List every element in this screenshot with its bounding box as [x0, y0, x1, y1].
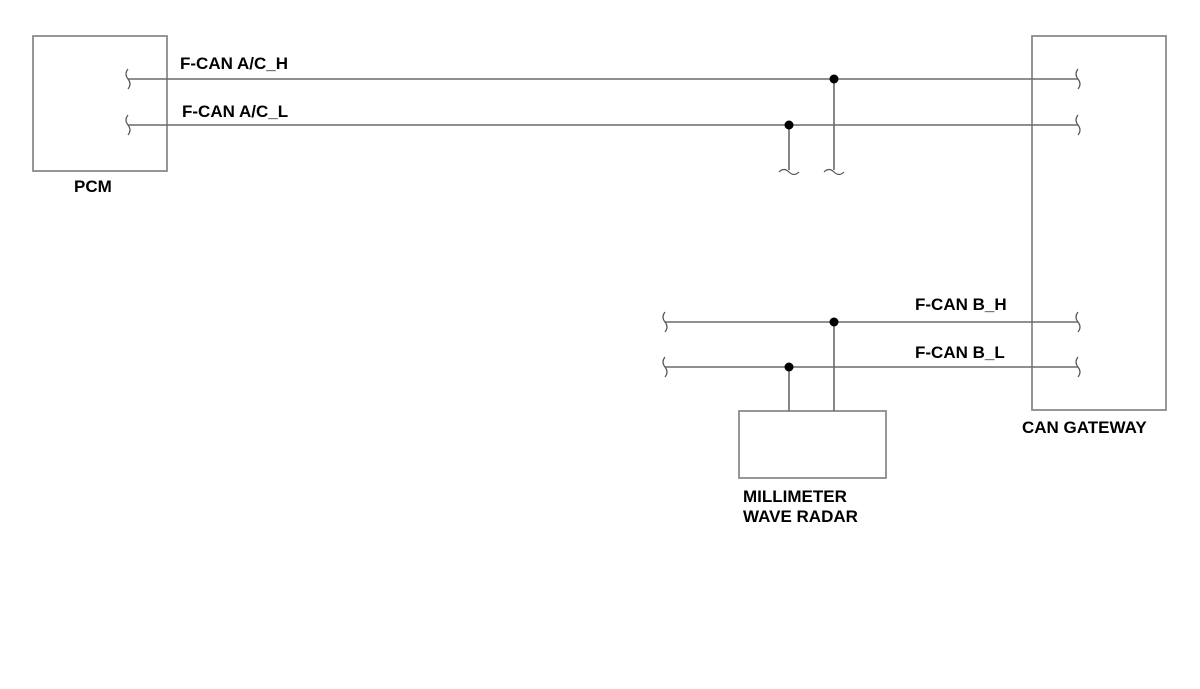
radar-label-line2: WAVE RADAR: [743, 507, 858, 526]
b-h-left-terminal: [662, 311, 668, 333]
fcan-ac-h-label: F-CAN A/C_H: [180, 54, 288, 73]
fcan-b-l-wire[interactable]: [662, 356, 1081, 378]
ac-l-branch[interactable]: [778, 125, 800, 176]
radar-label-line1: MILLIMETER: [743, 487, 847, 506]
ac-l-branch-terminal: [778, 168, 800, 176]
ac-h-branch-terminal: [823, 168, 845, 176]
radar-module-box[interactable]: [738, 410, 887, 479]
gateway-ac-l-terminal: [1075, 114, 1081, 136]
gateway-b-h-terminal: [1075, 311, 1081, 333]
ac-h-branch[interactable]: [823, 79, 845, 176]
fcan-ac-l-wire[interactable]: [125, 114, 1081, 136]
pcm-module-box[interactable]: [32, 35, 168, 172]
fcan-b-h-label: F-CAN B_H: [915, 295, 1007, 314]
b-l-splice-dot: [784, 362, 794, 372]
ac-l-splice-dot: [784, 120, 794, 130]
pcm-ac-h-terminal: [125, 68, 131, 90]
gateway-b-l-terminal: [1075, 356, 1081, 378]
ac-h-splice-dot: [829, 74, 839, 84]
fcan-b-l-label: F-CAN B_L: [915, 343, 1005, 362]
fcan-ac-l-label: F-CAN A/C_L: [182, 102, 288, 121]
fcan-ac-h-wire[interactable]: [125, 68, 1081, 90]
pcm-label: PCM: [74, 177, 112, 196]
can-gateway-label: CAN GATEWAY: [1022, 418, 1147, 437]
fcan-b-h-wire[interactable]: [662, 311, 1081, 333]
pcm-ac-l-terminal: [125, 114, 131, 136]
can-gateway-module-box[interactable]: [1031, 35, 1167, 411]
gateway-ac-h-terminal: [1075, 68, 1081, 90]
b-h-splice-dot: [829, 317, 839, 327]
b-l-left-terminal: [662, 356, 668, 378]
